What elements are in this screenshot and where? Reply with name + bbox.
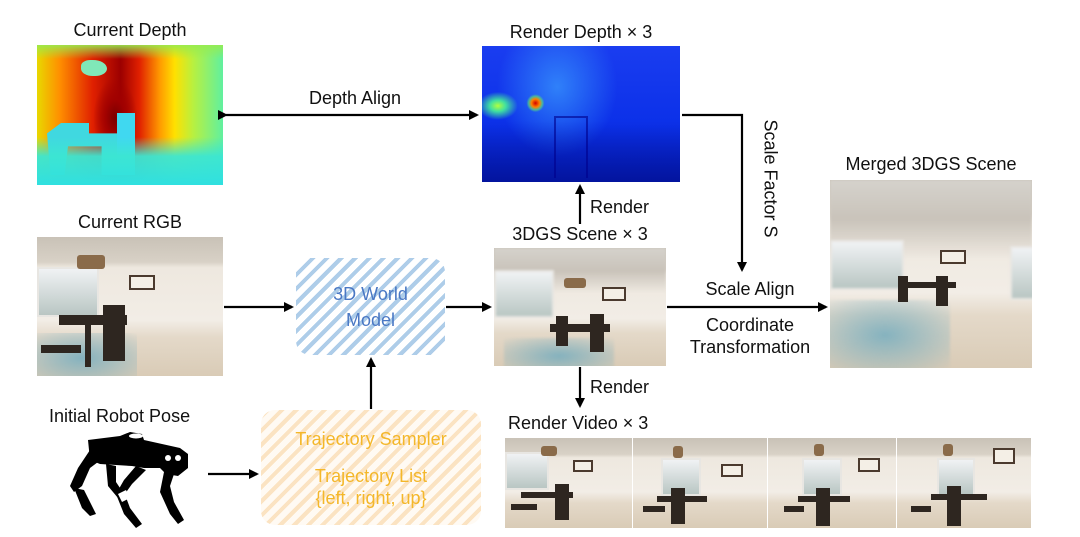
- trajectory-sampler-title: Trajectory Sampler: [295, 429, 447, 449]
- video-frame-3: [768, 438, 896, 528]
- frame2-picture: [721, 464, 743, 477]
- merged-window: [830, 240, 904, 290]
- frame3-chair: [816, 488, 830, 526]
- merged-wall-picture: [940, 250, 966, 264]
- merged-table: [900, 282, 956, 288]
- current-depth-title: Current Depth: [73, 20, 187, 40]
- render-video-title: Render Video × 3: [508, 413, 649, 433]
- render-depth-shade: [482, 120, 680, 182]
- video-frame-4: [897, 438, 1031, 528]
- world-model-box: [296, 258, 445, 355]
- video-frame-2: [633, 438, 767, 528]
- trajectory-list-values: {left, right, up}: [315, 488, 427, 508]
- render-depth-title: Render Depth × 3: [509, 22, 653, 42]
- gs-scene-image: [494, 248, 666, 366]
- world-model-label: 3D World Model: [296, 281, 445, 333]
- merged-scene-image: [830, 180, 1032, 368]
- trajectory-list-label: Trajectory List: [314, 466, 428, 486]
- coordinate-line1: Coordinate: [705, 315, 795, 335]
- chandelier: [77, 255, 105, 269]
- frame2-lamp: [673, 446, 683, 458]
- current-rgb-title: Current RGB: [77, 212, 183, 232]
- dining-table: [59, 315, 127, 325]
- initial-robot-pose-title: Initial Robot Pose: [49, 406, 191, 426]
- frame1-table: [521, 492, 573, 498]
- gs-scene-title: 3DGS Scene × 3: [512, 224, 648, 244]
- frame1-picture: [573, 460, 593, 472]
- frame4-chair: [947, 486, 961, 526]
- render-depth-image: [482, 46, 680, 182]
- robot-dog-icon: [70, 432, 188, 528]
- table-leg: [85, 323, 91, 367]
- merged-window-right: [1010, 246, 1032, 300]
- bench: [41, 345, 81, 353]
- frame3-lamp: [814, 444, 824, 456]
- depth-ceiling: [37, 45, 223, 59]
- frame3-bench: [784, 506, 804, 512]
- frame4-lamp: [943, 444, 953, 456]
- frame1-chair: [555, 484, 569, 520]
- wall-picture: [129, 275, 155, 290]
- chair: [103, 305, 125, 361]
- render-down-label: Render: [590, 377, 650, 397]
- render-up-label: Render: [590, 197, 650, 217]
- scale-align-label: Scale Align: [705, 279, 795, 299]
- current-depth-image: [37, 45, 223, 185]
- gs-wall-picture: [602, 287, 626, 301]
- merged-chair2: [898, 276, 908, 302]
- frame3-picture: [858, 458, 880, 472]
- video-frame-1: [505, 438, 632, 528]
- depth-lamp-shape: [81, 60, 107, 76]
- merged-rug: [830, 300, 950, 368]
- merged-chair: [936, 276, 948, 306]
- gs-chair2: [556, 316, 568, 346]
- coordinate-line2: Transformation: [689, 337, 811, 357]
- frame1-bench: [511, 504, 537, 510]
- frame1-window: [505, 452, 549, 490]
- trajectory-sampler-box: [261, 410, 481, 525]
- depth-align-label: Depth Align: [308, 88, 402, 108]
- gs-chair: [590, 314, 604, 352]
- gs-table: [550, 324, 610, 332]
- world-model-line2: Model: [345, 310, 396, 330]
- frame1-lamp: [541, 446, 557, 456]
- render-depth-chair: [554, 116, 588, 178]
- scale-factor-arrow: [682, 113, 747, 272]
- frame2-bench: [643, 506, 665, 512]
- frame2-chair: [671, 488, 685, 524]
- frame4-picture: [993, 448, 1015, 464]
- gs-chandelier: [564, 278, 586, 288]
- coordinate-transformation-label: Coordinate Transformation: [680, 314, 820, 358]
- merged-scene-title: Merged 3DGS Scene: [845, 154, 1017, 174]
- current-rgb-image: [37, 237, 223, 376]
- frame4-bench: [911, 506, 931, 512]
- gs-window: [494, 270, 554, 318]
- world-model-line1: 3D World: [333, 284, 408, 304]
